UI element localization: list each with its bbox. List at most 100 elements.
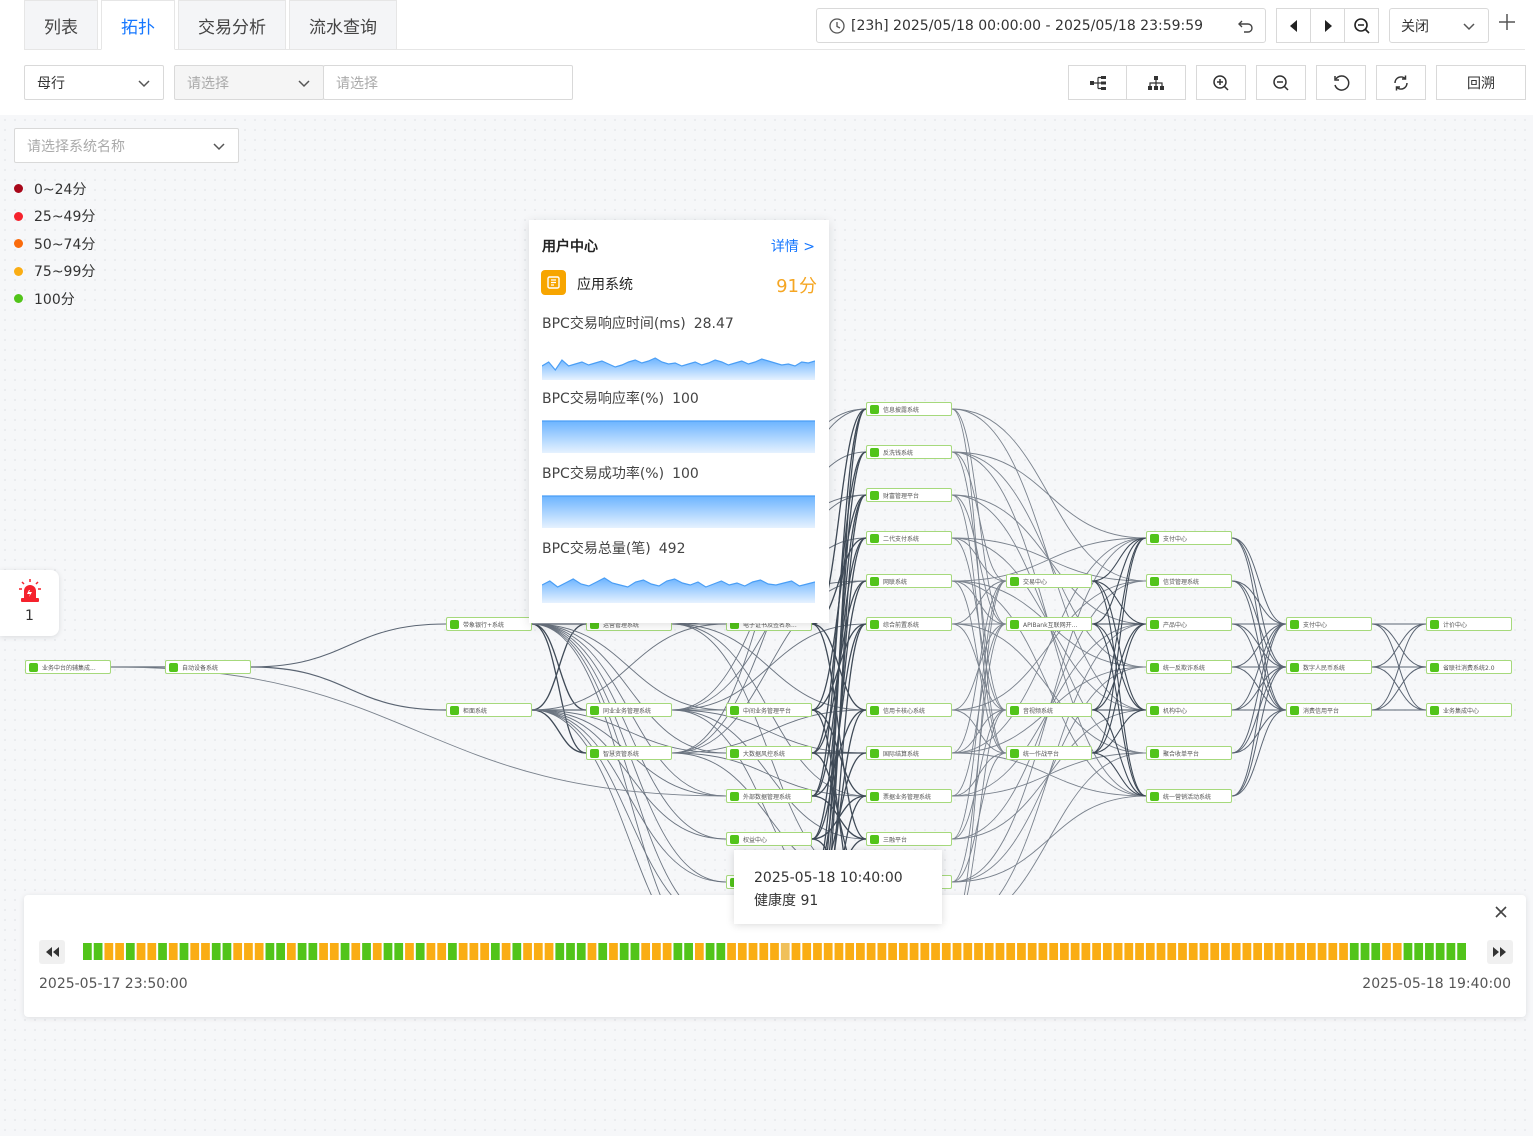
timeline-segment[interactable]	[415, 943, 425, 960]
timeline-segment[interactable]	[716, 943, 726, 960]
timeline-segment[interactable]	[1210, 943, 1220, 960]
timeline-segment[interactable]	[340, 943, 350, 960]
timeline-segment[interactable]	[533, 943, 543, 960]
timeline-next-button[interactable]	[1487, 940, 1513, 964]
timeline-segment[interactable]	[684, 943, 693, 960]
timeline-segment[interactable]	[1199, 943, 1209, 960]
timeline-segment[interactable]	[383, 943, 393, 960]
timeline-segment[interactable]	[286, 943, 296, 960]
timeline-segment[interactable]	[877, 943, 887, 960]
timeline-segment[interactable]	[222, 943, 232, 960]
timeline-segment[interactable]	[265, 943, 275, 960]
timeline-segment[interactable]	[1446, 943, 1456, 960]
timeline-segment[interactable]	[630, 943, 640, 960]
timeline-segment[interactable]	[544, 943, 554, 960]
timeline-segment[interactable]	[823, 943, 833, 960]
timeline-segment[interactable]	[598, 943, 608, 960]
timeline-segment[interactable]	[652, 943, 661, 960]
time-range-picker[interactable]: [23h] 2025/05/18 00:00:00 - 2025/05/18 2…	[816, 8, 1266, 43]
timeline-segment[interactable]	[1274, 943, 1284, 960]
timeline-segment[interactable]	[609, 943, 618, 960]
timeline-segment[interactable]	[727, 943, 736, 960]
topology-node[interactable]: 权益中心	[726, 832, 812, 846]
timeline-segment[interactable]	[1425, 943, 1434, 960]
zoom-out-button[interactable]	[1256, 65, 1306, 100]
timeline-segment[interactable]	[201, 943, 210, 960]
system-name-select[interactable]: 请选择系统名称	[14, 128, 239, 163]
topology-node[interactable]: 自动设备系统	[165, 660, 251, 674]
tab-topology[interactable]: 拓扑	[101, 0, 175, 50]
timeline-segment[interactable]	[1457, 943, 1466, 960]
timeline-prev-button[interactable]	[39, 940, 65, 964]
topology-node[interactable]: 聚合收单平台	[1146, 746, 1232, 760]
timeline-segment[interactable]	[276, 943, 285, 960]
timeline-segment[interactable]	[308, 943, 318, 960]
timeline-segment[interactable]	[909, 943, 919, 960]
timeline-segment[interactable]	[705, 943, 715, 960]
timeline-segment[interactable]	[963, 943, 973, 960]
alarm-button[interactable]: 1	[0, 570, 59, 636]
timeline-segment[interactable]	[1242, 943, 1252, 960]
hierarchy-layout-button[interactable]	[1126, 65, 1186, 100]
timeline-segment[interactable]	[770, 943, 779, 960]
timeline-segment[interactable]	[1435, 943, 1445, 960]
timeline-segment[interactable]	[845, 943, 855, 960]
next-period-button[interactable]	[1310, 8, 1345, 43]
timeline-segment[interactable]	[104, 943, 114, 960]
timeline-segment[interactable]	[1027, 943, 1037, 960]
timeline-segment[interactable]	[641, 943, 651, 960]
timeline-segment[interactable]	[1113, 943, 1123, 960]
timeline-segment[interactable]	[233, 943, 243, 960]
topology-node[interactable]: 统一作战平台	[1006, 746, 1092, 760]
close-icon[interactable]	[1494, 905, 1508, 919]
timeline-segment[interactable]	[254, 943, 264, 960]
timeline-segment[interactable]	[759, 943, 769, 960]
timeline-segment[interactable]	[469, 943, 479, 960]
timeline-segment[interactable]	[458, 943, 468, 960]
timeline-segment[interactable]	[662, 943, 672, 960]
timeline-segment[interactable]	[319, 943, 328, 960]
timeline-segment[interactable]	[1403, 943, 1413, 960]
timeline-segment[interactable]	[1124, 943, 1134, 960]
timeline-segment[interactable]	[888, 943, 897, 960]
timeline-segment[interactable]	[147, 943, 157, 960]
timeline-segment[interactable]	[1188, 943, 1198, 960]
timeline-segment[interactable]	[394, 943, 404, 960]
timeline-segment[interactable]	[1328, 943, 1338, 960]
auto-refresh-select[interactable]: 关闭	[1389, 8, 1489, 43]
timeline-segment[interactable]	[1382, 943, 1391, 960]
tab-flow-query[interactable]: 流水查询	[289, 0, 397, 50]
timeline-segment[interactable]	[1360, 943, 1370, 960]
timeline-segment[interactable]	[813, 943, 822, 960]
timeline-segment[interactable]	[1349, 943, 1359, 960]
topology-node[interactable]: 业务中台的辅集成...	[25, 660, 111, 674]
topology-node[interactable]: 智慧资管系统	[586, 746, 672, 760]
topology-node[interactable]: 票据业务管理系统	[866, 789, 952, 803]
zoom-out-time-button[interactable]	[1344, 8, 1379, 43]
timeline-segment[interactable]	[1371, 943, 1381, 960]
timeline-segment[interactable]	[1221, 943, 1230, 960]
timeline-segment[interactable]	[995, 943, 1005, 960]
topology-node[interactable]: 带象银行+系统	[446, 617, 532, 631]
timeline-segment[interactable]	[372, 943, 382, 960]
bank-select[interactable]: 母行	[24, 65, 164, 100]
timeline-segment[interactable]	[158, 943, 167, 960]
timeline-segment[interactable]	[941, 943, 951, 960]
timeline-segment[interactable]	[83, 943, 92, 960]
timeline-segment[interactable]	[351, 943, 361, 960]
timeline-segment[interactable]	[856, 943, 865, 960]
tree-layout-button[interactable]	[1068, 65, 1128, 100]
timeline-segment[interactable]	[115, 943, 124, 960]
timeline-segment[interactable]	[866, 943, 876, 960]
topology-node[interactable]: 反洗钱系统	[866, 445, 952, 459]
undo-icon[interactable]	[1237, 17, 1255, 35]
filter-select-1[interactable]: 请选择	[174, 65, 324, 100]
tab-transaction-analysis[interactable]: 交易分析	[178, 0, 286, 50]
timeline-segment[interactable]	[576, 943, 586, 960]
timeline-segment[interactable]	[190, 943, 200, 960]
timeline-segment[interactable]	[694, 943, 704, 960]
timeline-segment[interactable]	[1167, 943, 1177, 960]
timeline-segment[interactable]	[984, 943, 994, 960]
topology-node[interactable]: 综合前置系统	[866, 617, 952, 631]
topology-node[interactable]: 中间业务管理平台	[726, 703, 812, 717]
